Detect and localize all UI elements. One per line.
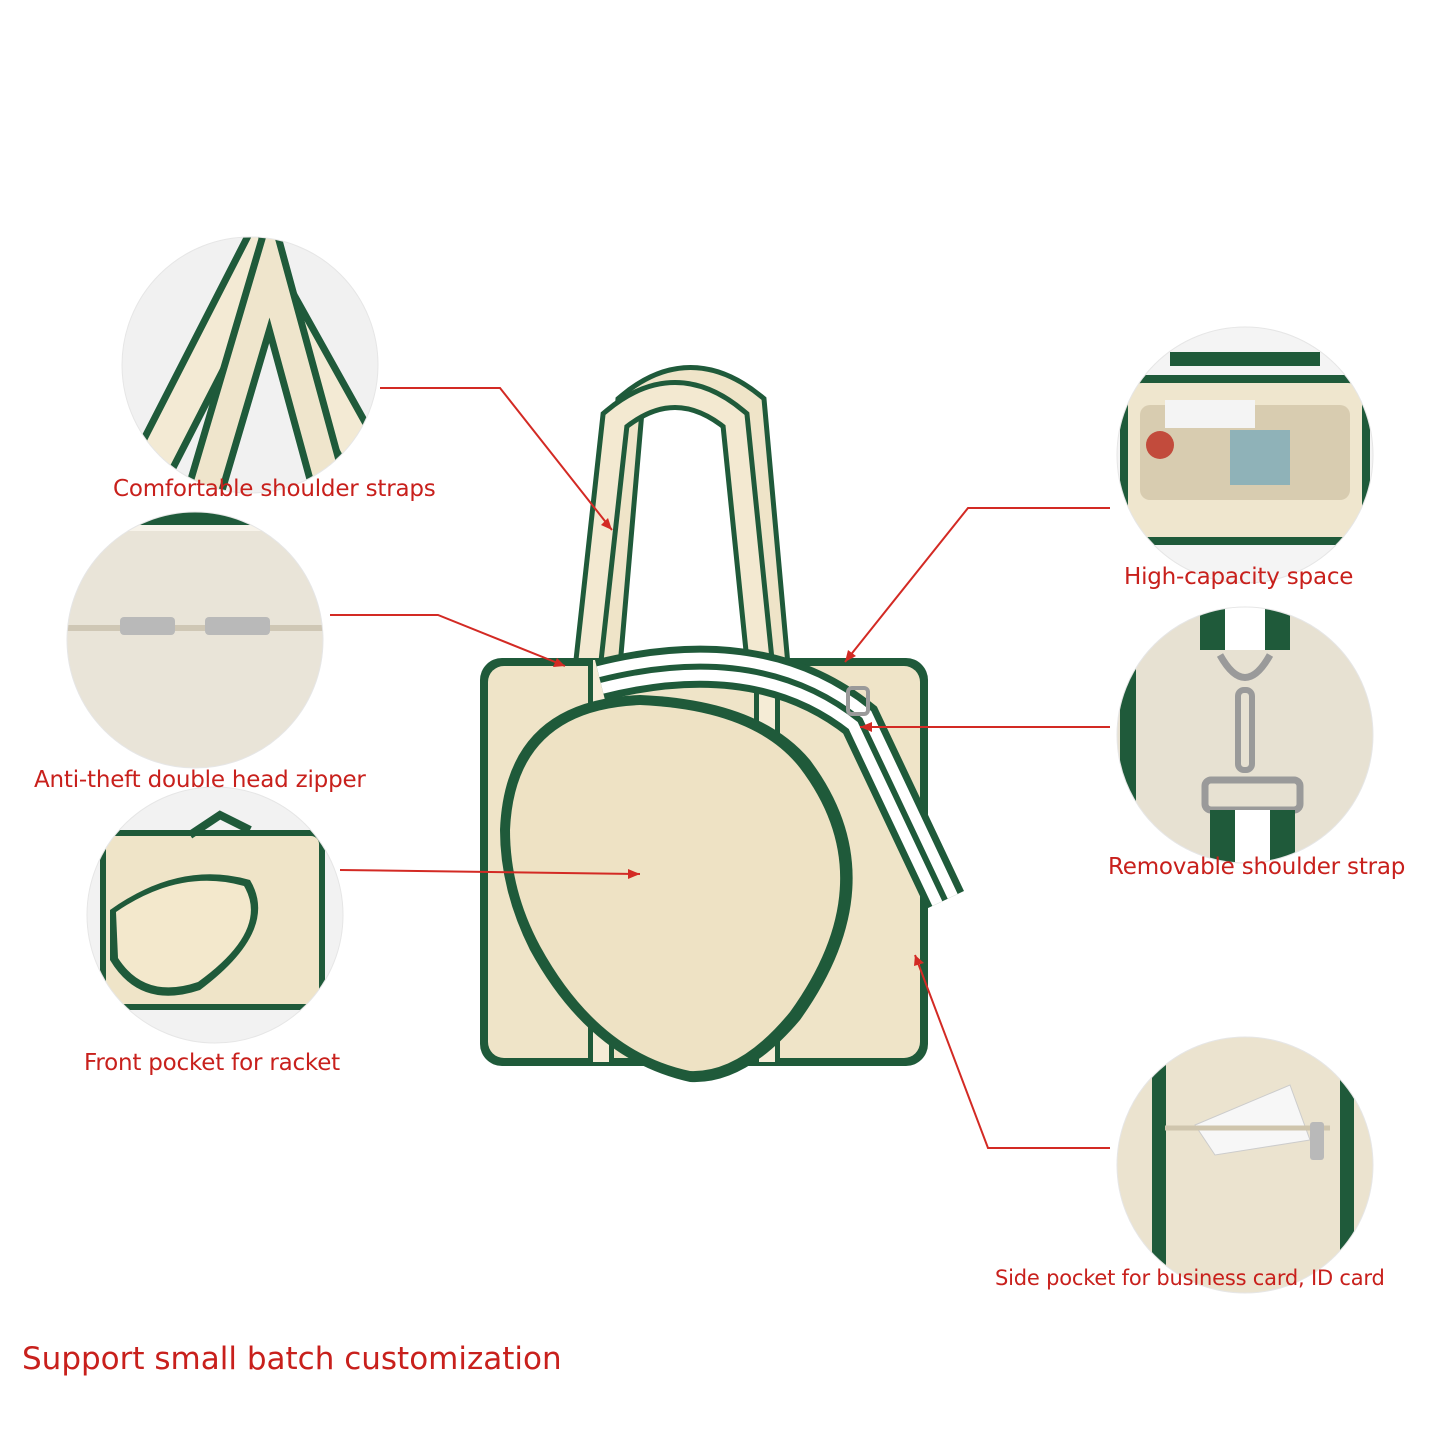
feature-label-removable-strap: Removable shoulder strap (1108, 854, 1406, 880)
feature-label-capacity: High-capacity space (1124, 564, 1354, 590)
customization-footer: Support small batch customization (22, 1341, 562, 1377)
strap-hook-photo (1117, 607, 1373, 863)
feature-label-side-pocket: Side pocket for business card, ID card (995, 1266, 1385, 1290)
pointer-lines (330, 387, 1110, 1149)
feature-label-racket-pocket: Front pocket for racket (84, 1050, 340, 1076)
bag-interior-photo (1117, 327, 1373, 583)
feature-label-zipper: Anti-theft double head zipper (34, 767, 366, 793)
straps-closeup-photo (122, 237, 378, 493)
open-pocket-photo (87, 787, 343, 1043)
main-bag-photo (480, 365, 964, 1083)
side-pocket-photo (1117, 1037, 1373, 1293)
zipper-closeup-photo (67, 512, 323, 768)
feature-label-straps: Comfortable shoulder straps (113, 476, 436, 502)
